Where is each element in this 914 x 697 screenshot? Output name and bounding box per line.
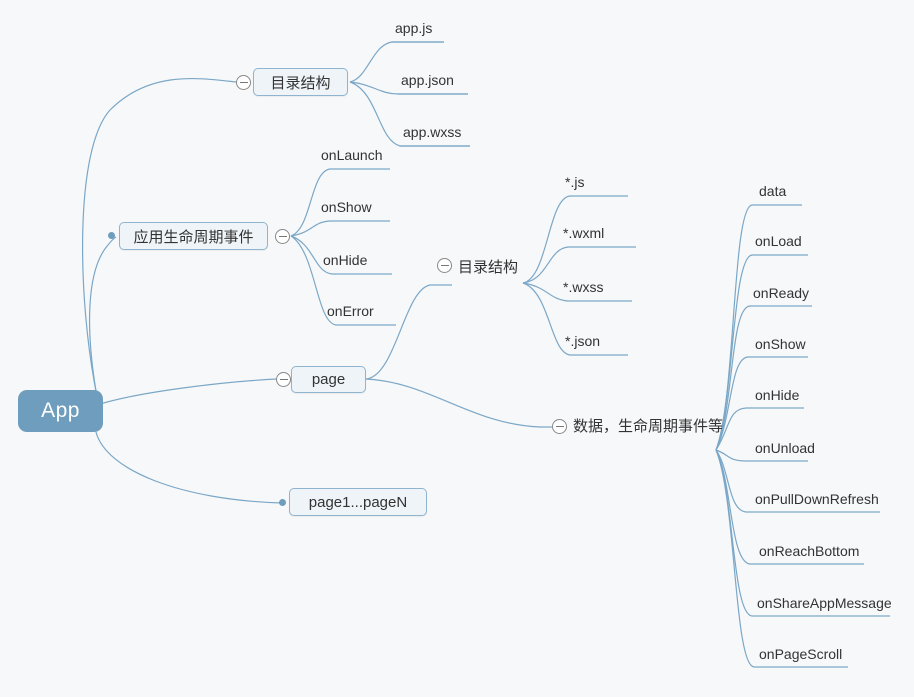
leaf-star-wxss-label: *.wxss [563, 279, 604, 295]
leaf-app-js[interactable]: app.js [392, 20, 435, 41]
edge-data-to-onshareappmessage [715, 449, 890, 617]
leaf-onhide-app-label: onHide [323, 252, 368, 268]
leaf-onlaunch-label: onLaunch [321, 147, 383, 163]
node-data-lifecycle[interactable]: 数据，生命周期事件等 [573, 415, 723, 436]
leaf-onready[interactable]: onReady [750, 285, 812, 306]
node-app-lifecycle[interactable]: 应用生命周期事件 [119, 222, 268, 250]
edge-page-to-data-lifecycle [365, 378, 562, 428]
edge-lifecycle-to-onshow [290, 220, 390, 237]
leaf-onshareappmessage[interactable]: onShareAppMessage [754, 595, 895, 616]
node-page[interactable]: page [291, 366, 366, 393]
leaf-onerror-label: onError [327, 303, 374, 319]
leaf-onready-label: onReady [753, 285, 810, 301]
leaf-app-js-label: app.js [395, 20, 433, 36]
leaf-onlaunch[interactable]: onLaunch [318, 147, 386, 168]
leaf-onload[interactable]: onLoad [752, 233, 805, 254]
node-data-lifecycle-label: 数据，生命周期事件等 [573, 418, 724, 435]
leaf-app-wxss-label: app.wxss [403, 124, 462, 140]
leaf-onunload[interactable]: onUnload [752, 440, 818, 461]
collapse-toggle-page-icon[interactable] [276, 372, 291, 387]
leaf-onpulldownrefresh-label: onPullDownRefresh [755, 491, 879, 507]
leaf-star-js[interactable]: *.js [562, 174, 587, 195]
leaf-onerror[interactable]: onError [324, 303, 377, 324]
leaf-onreachbottom-label: onReachBottom [759, 543, 860, 559]
root-node-app[interactable]: App [18, 390, 103, 432]
leaf-onhide-page[interactable]: onHide [752, 387, 802, 408]
node-app-lifecycle-label: 应用生命周期事件 [133, 228, 254, 246]
collapse-toggle-dir-structure-app-icon[interactable] [236, 75, 251, 90]
node-dir-structure-app-label: 目录结构 [270, 74, 331, 92]
leaf-star-json-label: *.json [565, 333, 601, 349]
connector-dot-app-lifecycle-icon [108, 232, 115, 239]
edge-data-to-onready [715, 305, 812, 451]
leaf-onpulldownrefresh[interactable]: onPullDownRefresh [752, 491, 882, 512]
collapse-toggle-dir-structure-page-icon[interactable] [437, 258, 452, 273]
leaf-onload-label: onLoad [755, 233, 802, 249]
leaf-onshow-page[interactable]: onShow [752, 336, 809, 357]
edge-page-to-dir-structure [365, 284, 452, 380]
node-dir-structure-page-label: 目录结构 [458, 259, 519, 276]
node-dir-structure-app[interactable]: 目录结构 [253, 68, 348, 96]
node-page-range[interactable]: page1...pageN [289, 488, 427, 516]
root-label: App [41, 399, 80, 422]
leaf-onunload-label: onUnload [755, 440, 815, 456]
leaf-star-js-label: *.js [565, 174, 585, 190]
leaf-data-label: data [759, 183, 787, 199]
collapse-toggle-data-lifecycle-icon[interactable] [552, 419, 567, 434]
node-page-label: page [311, 371, 346, 388]
leaf-data[interactable]: data [756, 183, 789, 204]
collapse-toggle-app-lifecycle-icon[interactable] [275, 229, 290, 244]
node-dir-structure-page[interactable]: 目录结构 [458, 256, 518, 277]
leaf-onhide-page-label: onHide [755, 387, 800, 403]
edge-root-to-app-lifecycle [88, 236, 117, 392]
leaf-onpagescroll[interactable]: onPageScroll [756, 646, 845, 667]
leaf-app-json[interactable]: app.json [398, 72, 457, 93]
leaf-onshareappmessage-label: onShareAppMessage [757, 595, 892, 611]
leaf-app-json-label: app.json [401, 72, 454, 88]
node-page-range-label: page1...pageN [308, 493, 408, 511]
leaf-star-wxml-label: *.wxml [563, 225, 605, 241]
leaf-app-wxss[interactable]: app.wxss [400, 124, 464, 145]
edge-root-to-page [99, 378, 277, 405]
leaf-onshow-app[interactable]: onShow [318, 199, 375, 220]
connector-dot-page-range-icon [279, 499, 286, 506]
leaf-star-json[interactable]: *.json [562, 333, 603, 354]
leaf-onpagescroll-label: onPageScroll [759, 646, 843, 662]
edge-pdir-to-wxml [522, 246, 636, 284]
leaf-onshow-app-label: onShow [321, 199, 372, 215]
edge-root-to-page-range [95, 431, 283, 504]
leaf-onshow-page-label: onShow [755, 336, 806, 352]
leaf-onreachbottom[interactable]: onReachBottom [756, 543, 862, 564]
leaf-onhide-app[interactable]: onHide [320, 252, 370, 273]
leaf-star-wxml[interactable]: *.wxml [560, 225, 607, 246]
leaf-star-wxss[interactable]: *.wxss [560, 279, 606, 300]
